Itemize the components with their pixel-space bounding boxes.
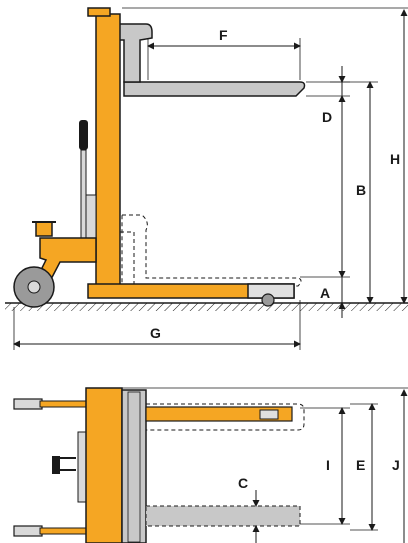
side-view: F D B A H	[5, 7, 408, 350]
mast-top	[87, 7, 111, 17]
small-wheel	[261, 293, 275, 307]
dim-e: E	[350, 403, 378, 531]
lowered-fork-outline	[119, 214, 302, 287]
top-view: C I E J	[13, 387, 408, 543]
label-j: J	[392, 457, 400, 473]
dim-a: A	[300, 262, 350, 318]
handle-bars	[13, 398, 89, 537]
dim-g: G	[13, 300, 301, 350]
dim-d: D	[306, 66, 350, 125]
lower-fork	[145, 505, 301, 527]
mast-top-view	[85, 387, 123, 543]
dim-b: B	[341, 98, 366, 275]
label-e: E	[356, 457, 365, 473]
dim-i: I	[300, 407, 350, 525]
ground	[5, 302, 408, 311]
label-f: F	[219, 27, 228, 43]
hydraulic-handle	[79, 120, 97, 246]
dim-f: F	[147, 27, 301, 80]
upper-leg	[145, 403, 305, 431]
dim-j: J	[86, 387, 408, 543]
dim-c: C	[238, 475, 260, 543]
big-wheel	[13, 266, 55, 308]
carriage-top-view	[121, 389, 147, 543]
label-c: C	[238, 475, 248, 491]
raised-fork	[117, 23, 306, 97]
caster-bracket	[35, 221, 53, 237]
label-i: I	[326, 457, 330, 473]
label-b: B	[356, 182, 366, 198]
label-a: A	[320, 285, 330, 301]
label-g: G	[150, 325, 161, 341]
mast	[95, 13, 121, 291]
label-h: H	[390, 151, 400, 167]
label-d: D	[322, 109, 332, 125]
dim-h: H	[122, 7, 408, 304]
